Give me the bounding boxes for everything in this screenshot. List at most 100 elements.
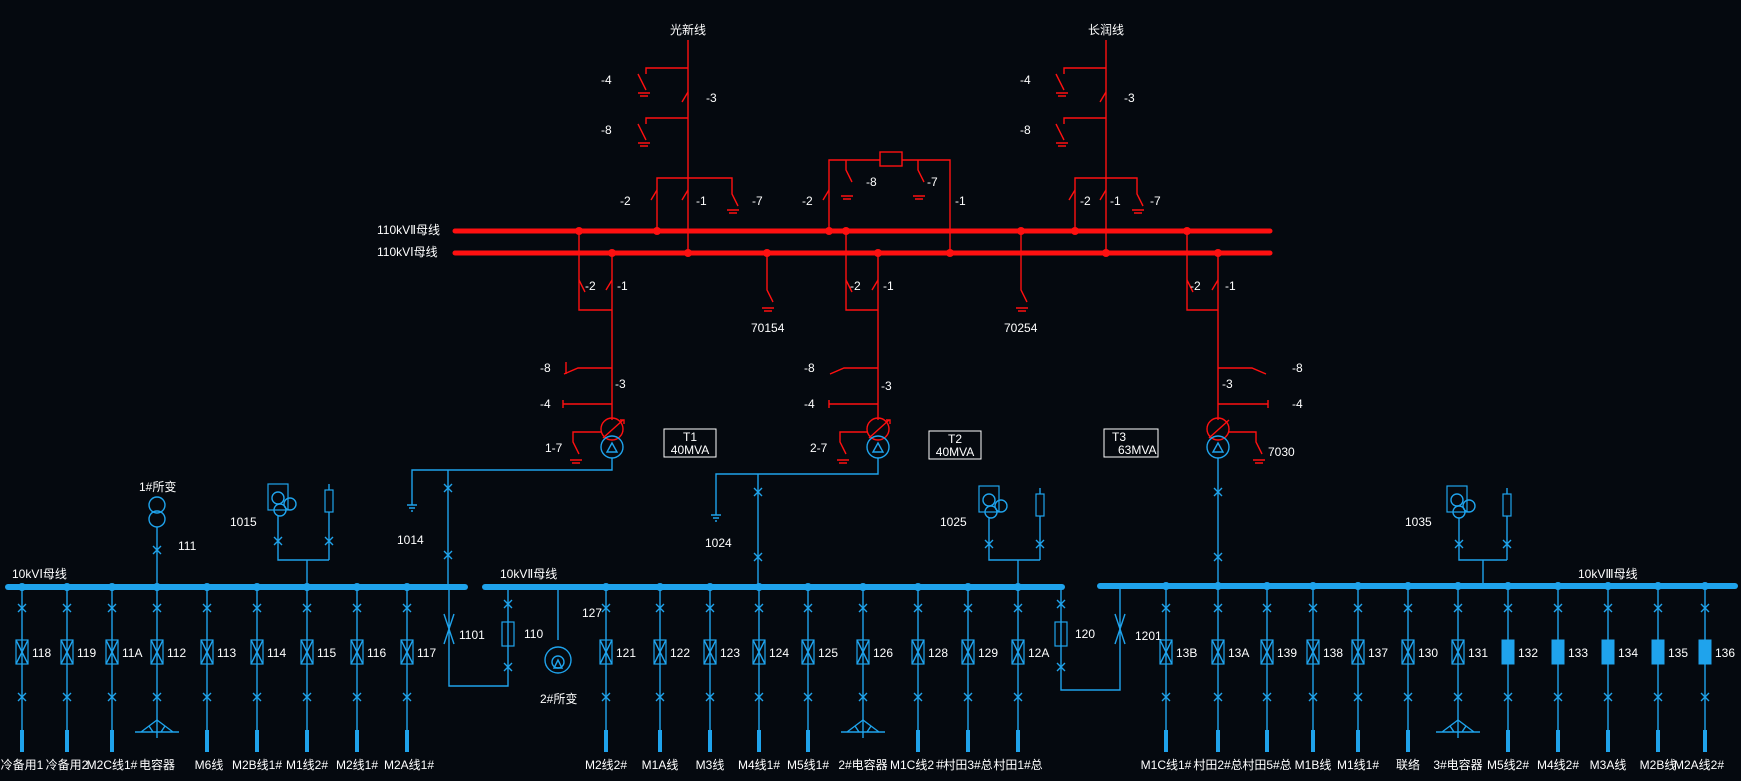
feeder-name: M1A线 (642, 758, 679, 772)
svg-text:-2: -2 (1080, 194, 1091, 208)
feeder-no: 115 (317, 646, 336, 660)
transformer-branch-t1[interactable]: -2 -1 -8 -4 -3 1-7 T1 40MVA (540, 231, 717, 464)
feeder-name: 村田5#总 (1242, 758, 1291, 772)
svg-text:70254: 70254 (1004, 321, 1038, 335)
feeder-name: M2C线1# (87, 758, 138, 772)
svg-text:-4: -4 (1020, 73, 1031, 87)
svg-text:-1: -1 (883, 279, 894, 293)
bus-label-10kv-1: 10kVⅠ母线 (12, 567, 67, 581)
svg-text:-4: -4 (1292, 397, 1303, 411)
pt-cabinet-1015[interactable]: 1015 (230, 483, 334, 587)
incoming-line-changrun[interactable]: 长润线 -4 -8 -3 -2 -1 -7 (1020, 23, 1161, 252)
feeder-name: M5线1# (787, 758, 829, 772)
feeder-name: M1B线 (1295, 758, 1332, 772)
svg-text:-8: -8 (1020, 123, 1031, 137)
feeder-no: 134 (1618, 646, 1638, 660)
svg-text:7030: 7030 (1268, 445, 1295, 459)
feeder-name: 联络 (1396, 757, 1420, 772)
pt-ground-70154[interactable]: 70154 (751, 253, 785, 335)
bus-tie-1101[interactable]: 1101 110 (443, 587, 543, 687)
svg-text:-8: -8 (804, 361, 815, 375)
svg-text:-1: -1 (617, 279, 628, 293)
station-service-1[interactable]: 1#所变 111 (139, 479, 197, 587)
incoming-line-guangxin[interactable]: 光新线 -4 -8 -3 -2 -1 -7 (601, 22, 763, 252)
svg-text:-2: -2 (620, 194, 631, 208)
feeder-no: 116 (367, 646, 386, 660)
feeder-name: 2#电容器 (838, 757, 887, 772)
feeder-name: M2A线2# (1674, 758, 1724, 772)
feeder-no: 130 (1418, 646, 1438, 660)
svg-text:1#所变: 1#所变 (139, 479, 176, 494)
svg-text:70154: 70154 (751, 321, 785, 335)
feeder-bay-130[interactable]: 130 联络 (1396, 582, 1438, 772)
pt-cabinet-1025[interactable]: 1025 (940, 485, 1045, 587)
svg-text:-8: -8 (1292, 361, 1303, 375)
svg-text:-7: -7 (1150, 194, 1161, 208)
feeder-no: 119 (77, 646, 96, 660)
bus-tie-1201[interactable]: 120 1201 (1054, 587, 1162, 691)
t1-rating: 40MVA (671, 443, 709, 457)
svg-text:-1: -1 (1110, 194, 1121, 208)
bus-label-10kv-3: 10kVⅢ母线 (1578, 567, 1638, 581)
feeder-no: 137 (1368, 646, 1388, 660)
svg-text:-8: -8 (866, 175, 877, 189)
station-service-2[interactable]: 127 2#所变 (540, 587, 602, 706)
pt-cabinet-1035[interactable]: 1035 (1405, 485, 1512, 586)
svg-text:2#所变: 2#所变 (540, 691, 577, 706)
svg-text:-8: -8 (540, 361, 551, 375)
svg-text:-1: -1 (1225, 279, 1236, 293)
bus-label-110kv-1: 110kVⅠ母线 (377, 245, 438, 259)
feeder-no: 135 (1668, 646, 1688, 660)
feeder-name: M1线1# (1337, 758, 1379, 772)
transformer-branch-t3[interactable]: -2 -1 -8 -4 -3 7030 T3 63MVA (1103, 231, 1303, 464)
feeder-no: 113 (217, 646, 236, 660)
feeder-no: 124 (769, 646, 789, 660)
feeder-no: 117 (417, 646, 436, 660)
feeder-name: M2线1# (336, 758, 378, 772)
feeder-no: 114 (267, 646, 286, 660)
svg-text:127: 127 (582, 606, 602, 620)
svg-text:-7: -7 (752, 194, 763, 208)
pt-ground-70254[interactable]: 70254 (1004, 231, 1038, 335)
svg-text:-8: -8 (601, 123, 612, 137)
feeder-no: 128 (928, 646, 948, 660)
feeder-name: M2A线1# (384, 758, 434, 772)
t2-rating: 40MVA (936, 445, 974, 459)
hv-bus-coupler[interactable]: -2 -8 -7 -1 (802, 151, 966, 252)
line-label-left: 光新线 (670, 22, 706, 37)
bus-label-10kv-2: 10kVⅡ母线 (500, 567, 557, 581)
transformer-branch-t2[interactable]: -2 -1 -8 -4 -3 2-7 T2 40MVA (804, 231, 982, 464)
feeder-name: M5线2# (1487, 758, 1529, 772)
feeder-name: M3线 (696, 758, 725, 772)
svg-text:2-7: 2-7 (810, 441, 828, 455)
